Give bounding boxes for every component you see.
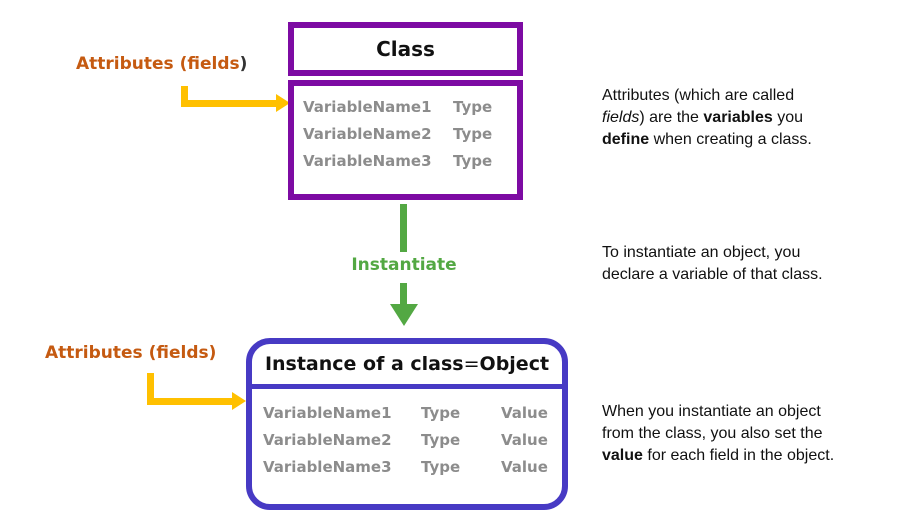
class-box-title: Class	[376, 37, 435, 61]
arrowhead-right-icon	[232, 392, 246, 410]
class-box-title-compartment: Class	[288, 22, 523, 76]
yellow-arrow-bottom-vertical	[147, 373, 154, 402]
field-value: Value	[501, 430, 548, 449]
object-box: Instance of a class = Object VariableNam…	[246, 338, 568, 510]
attributes-fields-label-top: Attributes (fields)	[76, 54, 248, 74]
field-type: Type	[453, 124, 493, 143]
instantiate-label: Instantiate	[351, 255, 457, 275]
instantiate-arrow-lower-segment	[400, 283, 407, 304]
class-box-fields-compartment: VariableName1 Type VariableName2 Type Va…	[288, 80, 523, 200]
field-row: VariableName2 Type	[294, 120, 517, 147]
field-name: VariableName2	[263, 430, 392, 449]
object-box-title: Instance of a class = Object	[252, 344, 562, 389]
field-value: Value	[501, 403, 548, 422]
field-type: Type	[421, 457, 461, 476]
field-type: Type	[421, 430, 461, 449]
arrowhead-down-icon	[390, 304, 418, 326]
field-name: VariableName2	[303, 124, 432, 143]
field-row: VariableName1 Type	[294, 93, 517, 120]
yellow-arrow-bottom-horizontal	[147, 398, 232, 405]
field-name: VariableName1	[303, 97, 432, 116]
attributes-fields-label-bottom: Attributes (fields)	[45, 343, 217, 363]
field-value: Value	[501, 457, 548, 476]
instantiate-arrow-upper-segment	[400, 204, 407, 252]
field-row: VariableName1 Type Value	[252, 399, 562, 426]
field-name: VariableName3	[263, 457, 392, 476]
field-type: Type	[453, 151, 493, 170]
yellow-arrow-top-vertical	[181, 86, 188, 107]
arrowhead-right-icon	[276, 94, 290, 112]
object-box-fields-compartment: VariableName1 Type Value VariableName2 T…	[252, 389, 562, 480]
field-name: VariableName1	[263, 403, 392, 422]
field-row: VariableName3 Type Value	[252, 453, 562, 480]
field-name: VariableName3	[303, 151, 432, 170]
field-row: VariableName3 Type	[294, 147, 517, 174]
field-row: VariableName2 Type Value	[252, 426, 562, 453]
field-type: Type	[421, 403, 461, 422]
field-type: Type	[453, 97, 493, 116]
yellow-arrow-top-horizontal	[181, 100, 276, 107]
